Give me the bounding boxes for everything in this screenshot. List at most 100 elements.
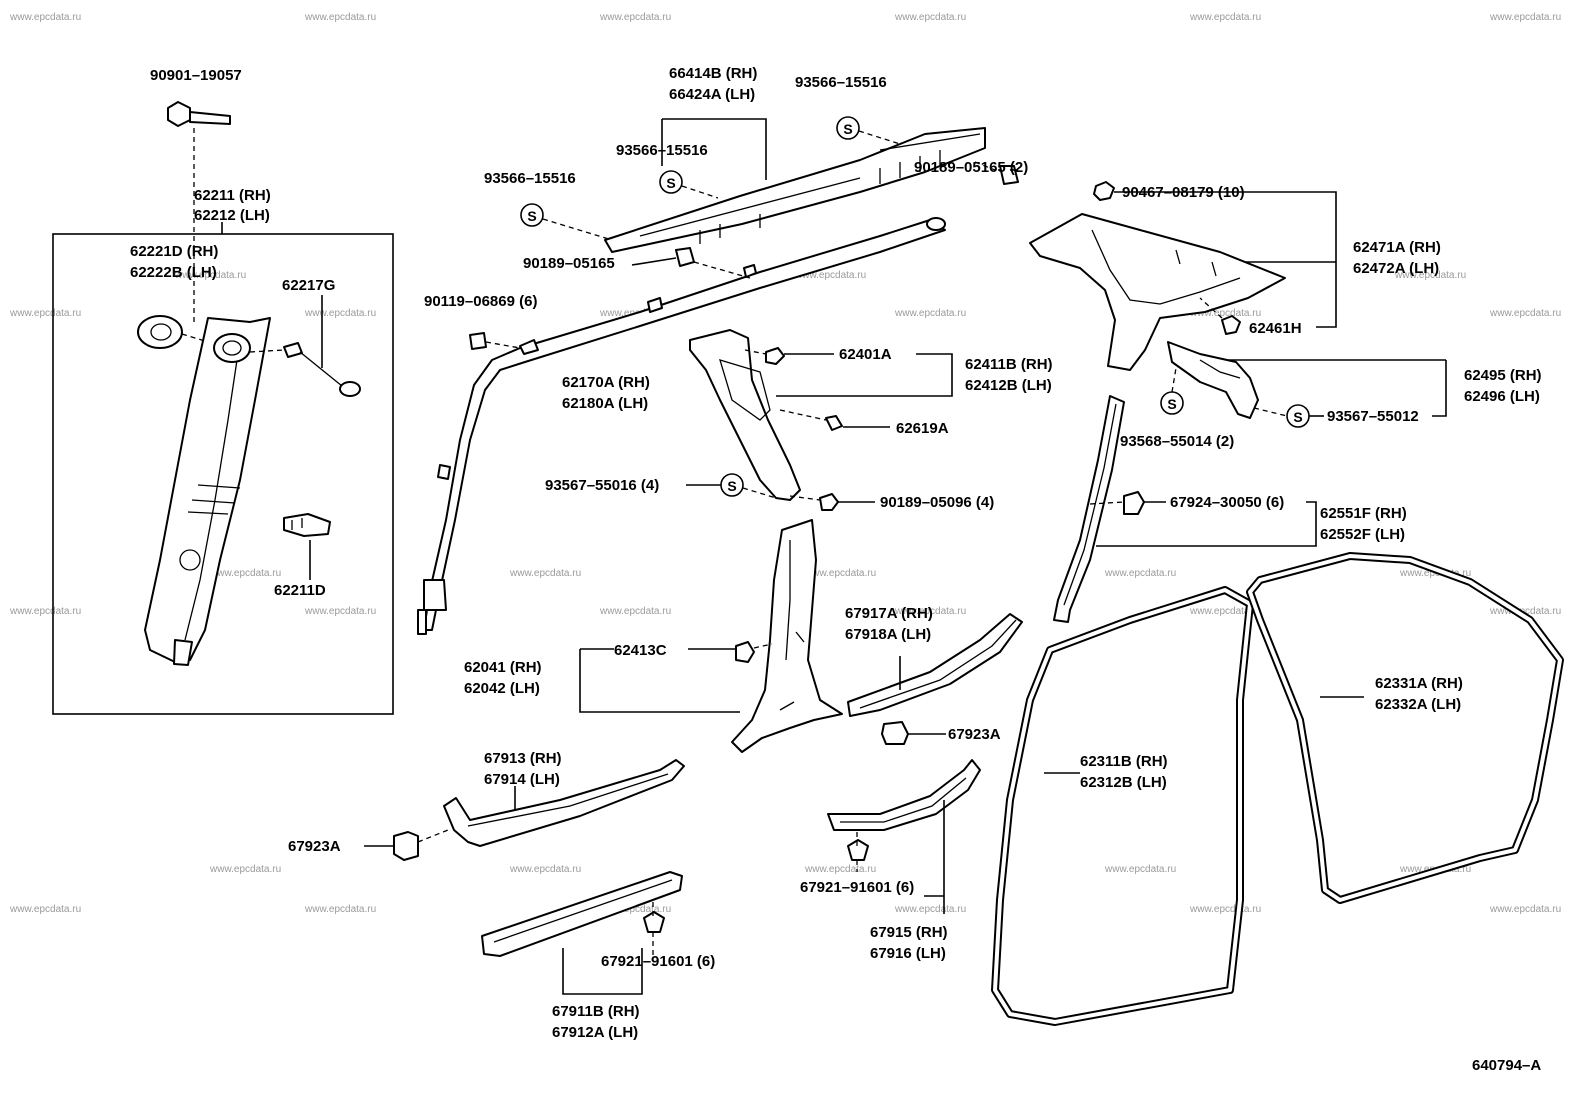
label-62461H: 62461H bbox=[1249, 320, 1302, 337]
diagram-code: 640794–A bbox=[1472, 1057, 1541, 1074]
screw-symbol-letter: S bbox=[1167, 396, 1176, 412]
center-pillar-upper-garnish bbox=[689, 329, 801, 501]
front-pillar-group: 90901–19057 62211 (RH) 62212 (LH) 62221D… bbox=[52, 67, 394, 715]
watermark: www.epcdata.ru bbox=[804, 568, 876, 579]
label-62222B: 62222B (LH) bbox=[130, 264, 217, 281]
label-62331A: 62331A (RH) bbox=[1375, 675, 1463, 692]
label-62413C: 62413C bbox=[614, 642, 667, 659]
watermark: www.epcdata.ru bbox=[1189, 12, 1261, 23]
label-62217G: 62217G bbox=[282, 277, 335, 294]
watermark: www.epcdata.ru bbox=[209, 864, 281, 875]
label-93567-55016: 93567–55016 (4) bbox=[545, 477, 659, 494]
assist-grip-wire bbox=[423, 219, 946, 631]
watermark: www.epcdata.ru bbox=[9, 904, 81, 915]
label-66414B: 66414B (RH) bbox=[669, 65, 757, 82]
watermark: www.epcdata.ru bbox=[599, 606, 671, 617]
weatherstrip-strip bbox=[1053, 395, 1125, 623]
label-62472A: 62472A (LH) bbox=[1353, 260, 1439, 277]
screw-symbol-letter: S bbox=[666, 175, 675, 191]
screw-symbol: S bbox=[1286, 404, 1310, 428]
label-90467-08179: 90467–08179 (10) bbox=[1122, 184, 1245, 201]
label-62411B: 62411B (RH) bbox=[965, 356, 1053, 373]
label-62401A: 62401A bbox=[839, 346, 892, 363]
label-67913: 67913 (RH) bbox=[484, 750, 562, 767]
clip-part bbox=[825, 415, 843, 431]
watermark: www.epcdata.ru bbox=[1399, 568, 1471, 579]
label-93567-55012: 93567–55012 bbox=[1327, 408, 1419, 425]
watermark: www.epcdata.ru bbox=[1489, 12, 1561, 23]
label-67923A: 67923A bbox=[288, 838, 341, 855]
label-67921-91601: 67921–91601 (6) bbox=[601, 953, 715, 970]
watermark: www.epcdata.ru bbox=[894, 606, 966, 617]
label-90119-06869: 90119–06869 (6) bbox=[424, 293, 537, 310]
clip-part bbox=[393, 831, 419, 861]
label-67914: 67914 (LH) bbox=[484, 771, 560, 788]
clip-part bbox=[819, 493, 839, 511]
watermark: www.epcdata.ru bbox=[599, 12, 671, 23]
side-trim-piece bbox=[1167, 341, 1259, 419]
clip-part bbox=[675, 247, 695, 267]
watermark: www.epcdata.ru bbox=[304, 12, 376, 23]
label-67916: 67916 (LH) bbox=[870, 945, 946, 962]
quarter-trim-group: 90189–05165 (2) 90467–08179 (10) 62471A … bbox=[914, 159, 1441, 371]
watermark: www.epcdata.ru bbox=[794, 270, 866, 281]
screw-symbol-letter: S bbox=[727, 478, 736, 494]
label-62212: 62212 (LH) bbox=[194, 207, 270, 224]
label-62170A: 62170A (RH) bbox=[562, 374, 650, 391]
label-62619A: 62619A bbox=[896, 420, 949, 437]
label-62552F: 62552F (LH) bbox=[1320, 526, 1405, 543]
watermark: www.epcdata.ru bbox=[1489, 904, 1561, 915]
clip-part bbox=[735, 641, 755, 663]
label-67912A: 67912A (LH) bbox=[552, 1024, 638, 1041]
watermark: www.epcdata.ru bbox=[304, 606, 376, 617]
label-93566-15516: 93566–15516 bbox=[616, 142, 708, 159]
label-67917A: 67917A (RH) bbox=[845, 605, 933, 622]
watermark-layer: www.epcdata.ru www.epcdata.ru www.epcdat… bbox=[9, 12, 1561, 915]
roof-rail-group: S S S 66414B (RH) 66424A (LH) 93566–1551… bbox=[417, 65, 1019, 635]
package-tray-side-group: S S 62495 (RH) 62496 (LH) 93567–55012 93… bbox=[1120, 341, 1542, 450]
screw-symbol: S bbox=[720, 473, 744, 497]
label-67918A: 67918A (LH) bbox=[845, 626, 931, 643]
label-93568-55014: 93568–55014 (2) bbox=[1120, 433, 1234, 450]
screw-symbol-letter: S bbox=[527, 208, 536, 224]
screw-symbol: S bbox=[520, 203, 544, 227]
rear-scuff-lower-group: 67921–91601 (6) 67915 (RH) 67916 (LH) bbox=[800, 759, 981, 962]
scuff-plate-front-lower bbox=[481, 871, 683, 957]
front-door-weatherstrip bbox=[991, 586, 1254, 1026]
front-pillar-garnish bbox=[144, 317, 271, 663]
watermark: www.epcdata.ru bbox=[1394, 270, 1466, 281]
label-90189-05165: 90189–05165 bbox=[523, 255, 615, 272]
watermark: www.epcdata.ru bbox=[1489, 308, 1561, 319]
front-scuff-lower-group: 67921–91601 (6) 67911B (RH) 67912A (LH) bbox=[481, 871, 715, 1041]
watermark: www.epcdata.ru bbox=[9, 606, 81, 617]
label-62211: 62211 (RH) bbox=[194, 187, 271, 204]
watermark: www.epcdata.ru bbox=[1189, 606, 1261, 617]
watermark: www.epcdata.ru bbox=[304, 904, 376, 915]
quarter-trim-panel bbox=[1029, 213, 1286, 371]
label-62412B: 62412B (LH) bbox=[965, 377, 1052, 394]
label-93566-15516: 93566–15516 bbox=[795, 74, 887, 91]
front-scuff-upper-group: 67913 (RH) 67914 (LH) 67923A bbox=[288, 750, 685, 861]
label-62332A: 62332A (LH) bbox=[1375, 696, 1461, 713]
clip-part bbox=[765, 347, 785, 365]
label-62312B: 62312B (LH) bbox=[1080, 774, 1167, 791]
bolt-part bbox=[469, 332, 487, 350]
label-90901-19057: 90901–19057 bbox=[150, 67, 242, 84]
watermark: www.epcdata.ru bbox=[1189, 308, 1261, 319]
screw-symbol: S bbox=[659, 170, 683, 194]
clip-part bbox=[643, 911, 665, 933]
label-67921-91601: 67921–91601 (6) bbox=[800, 879, 914, 896]
clip-part bbox=[847, 839, 869, 861]
door-weatherstrip-group: 62331A (RH) 62332A (LH) 62311B (RH) 6231… bbox=[991, 552, 1564, 1026]
label-67911B: 67911B (RH) bbox=[552, 1003, 640, 1020]
screw-symbol-letter: S bbox=[843, 121, 852, 137]
watermark: www.epcdata.ru bbox=[1189, 904, 1261, 915]
watermark: www.epcdata.ru bbox=[804, 864, 876, 875]
watermark: www.epcdata.ru bbox=[894, 904, 966, 915]
label-62551F: 62551F (RH) bbox=[1320, 505, 1407, 522]
clip-part bbox=[881, 721, 909, 745]
label-62496: 62496 (LH) bbox=[1464, 388, 1540, 405]
label-90189-05096: 90189–05096 (4) bbox=[880, 494, 994, 511]
rear-scuff-upper-group: 67917A (RH) 67918A (LH) 67923A bbox=[845, 605, 1023, 745]
label-67923A: 67923A bbox=[948, 726, 1001, 743]
